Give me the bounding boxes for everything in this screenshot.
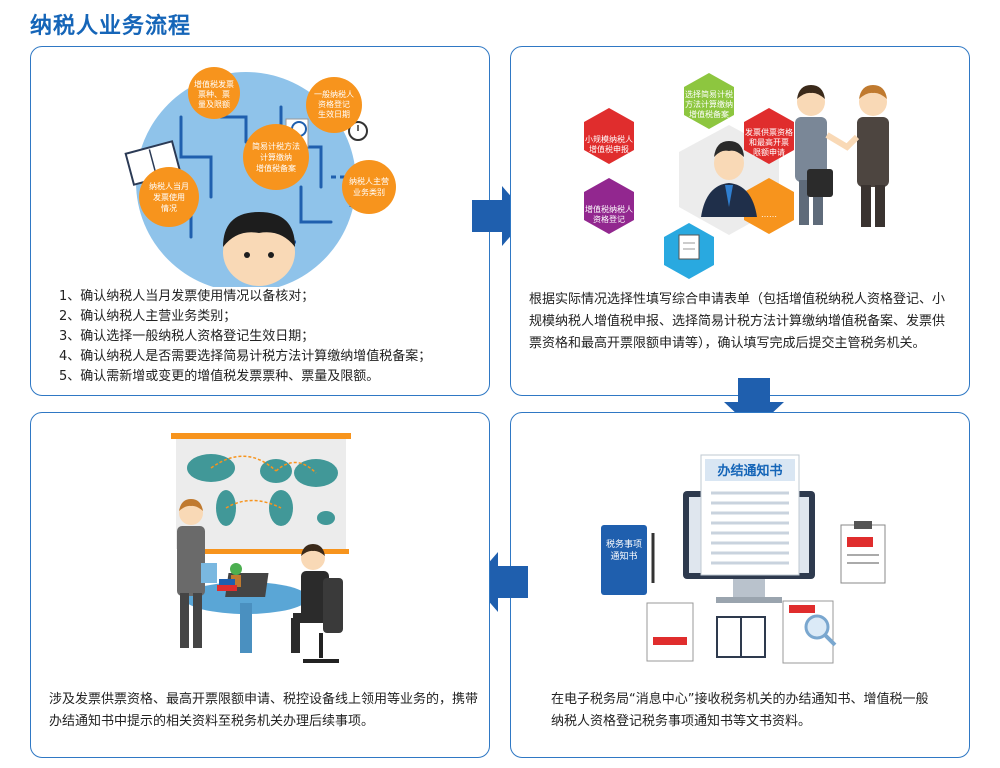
step1-line: 1、确认纳税人当月发票使用情况以备核对； — [59, 289, 315, 304]
step4-panel: 涉及发票供票资格、最高开票限额申请、税控设备线上领用等业务的，携带办结通知书中提… — [30, 412, 490, 758]
svg-text:……: …… — [761, 210, 777, 219]
step3-illustration: 办结通知书 税务事项 通知书 — [601, 454, 886, 664]
svg-text:资格登记: 资格登记 — [318, 99, 350, 109]
page-title: 纳税人业务流程 — [30, 14, 192, 39]
person-icon — [177, 499, 217, 648]
bubble-simple-tax — [243, 124, 309, 190]
bubble-date — [306, 77, 362, 133]
svg-text:发票供票资格: 发票供票资格 — [745, 127, 793, 137]
svg-text:一般纳税人: 一般纳税人 — [314, 89, 354, 99]
svg-text:选择简易计税: 选择简易计税 — [685, 89, 733, 99]
svg-text:和最高开票: 和最高开票 — [749, 137, 789, 147]
step1-line: 3、确认选择一般纳税人资格登记生效日期； — [59, 329, 315, 344]
step1-line: 2、确认纳税人主营业务类别； — [59, 309, 237, 324]
step2-panel: 选择简易计税 方法计算缴纳 增值税备案 发票供票资格 和最高开票 限额申请 小规… — [510, 46, 970, 396]
handshake-icon — [795, 85, 889, 227]
svg-text:业务类别: 业务类别 — [353, 187, 385, 197]
doc-title: 办结通知书 — [717, 463, 782, 479]
step1-panel: 增值税发票 票种、票 量及限额 一般纳税人 资格登记 生效日期 简易计税方法 计… — [30, 46, 490, 396]
svg-text:增值税发票: 增值税发票 — [194, 79, 234, 89]
svg-text:限额申请: 限额申请 — [753, 147, 785, 157]
svg-text:小规模纳税人: 小规模纳税人 — [585, 134, 633, 144]
person-icon — [223, 212, 295, 286]
step1-illustration: 增值税发票 票种、票 量及限额 一般纳税人 资格登记 生效日期 简易计税方法 计… — [124, 67, 396, 287]
person-icon — [291, 544, 343, 663]
step4-illustration — [171, 433, 351, 663]
svg-text:增值税申报: 增值税申报 — [589, 144, 629, 154]
step3-panel: 办结通知书 税务事项 通知书 在电子税务局“消息中心”接收税务机关的办结通知书、… — [510, 412, 970, 758]
svg-text:计算缴纳: 计算缴纳 — [260, 152, 292, 162]
svg-text:增值税纳税人: 增值税纳税人 — [585, 204, 633, 214]
svg-text:资格登记: 资格登记 — [593, 214, 625, 224]
svg-text:纳税人当月: 纳税人当月 — [149, 181, 189, 191]
svg-text:纳税人主营: 纳税人主营 — [349, 176, 389, 186]
bubble-usage — [139, 167, 199, 227]
step2-illustration: 选择简易计税 方法计算缴纳 增值税备案 发票供票资格 和最高开票 限额申请 小规… — [584, 73, 889, 279]
svg-text:方法计算缴纳: 方法计算缴纳 — [685, 99, 733, 109]
svg-text:税务事项: 税务事项 — [606, 538, 642, 550]
svg-text:发票使用: 发票使用 — [153, 192, 185, 202]
step2-text: 根据实际情况选择性填写综合申请表单（包括增值税纳税人资格登记、小规模纳税人增值税… — [529, 292, 946, 351]
svg-text:增值税备案: 增值税备案 — [689, 109, 729, 119]
svg-text:票种、票: 票种、票 — [198, 89, 230, 99]
svg-text:通知书: 通知书 — [610, 550, 637, 562]
svg-text:量及限额: 量及限额 — [198, 99, 230, 109]
svg-text:简易计税方法: 简易计税方法 — [252, 141, 300, 151]
svg-text:增值税备案: 增值税备案 — [256, 163, 296, 173]
person-icon — [701, 141, 757, 217]
bubble-business — [342, 160, 396, 214]
arrow-down-icon — [724, 378, 784, 430]
step3-text: 在电子税务局“消息中心”接收税务机关的办结通知书、增值税一般纳税人资格登记税务事… — [551, 692, 929, 729]
step4-text: 涉及发票供票资格、最高开票限额申请、税控设备线上领用等业务的，携带办结通知书中提… — [49, 692, 479, 729]
svg-text:生效日期: 生效日期 — [318, 109, 350, 119]
step1-line: 5、确认需新增或变更的增值税发票票种、票量及限额。 — [59, 369, 380, 384]
step1-text: 1、确认纳税人当月发票使用情况以备核对； 2、确认纳税人主营业务类别； 3、确认… — [59, 287, 479, 387]
step1-line: 4、确认纳税人是否需要选择简易计税方法计算缴纳增值税备案； — [59, 349, 432, 364]
svg-text:情况: 情况 — [161, 203, 177, 213]
bubble-invoice — [188, 67, 240, 119]
